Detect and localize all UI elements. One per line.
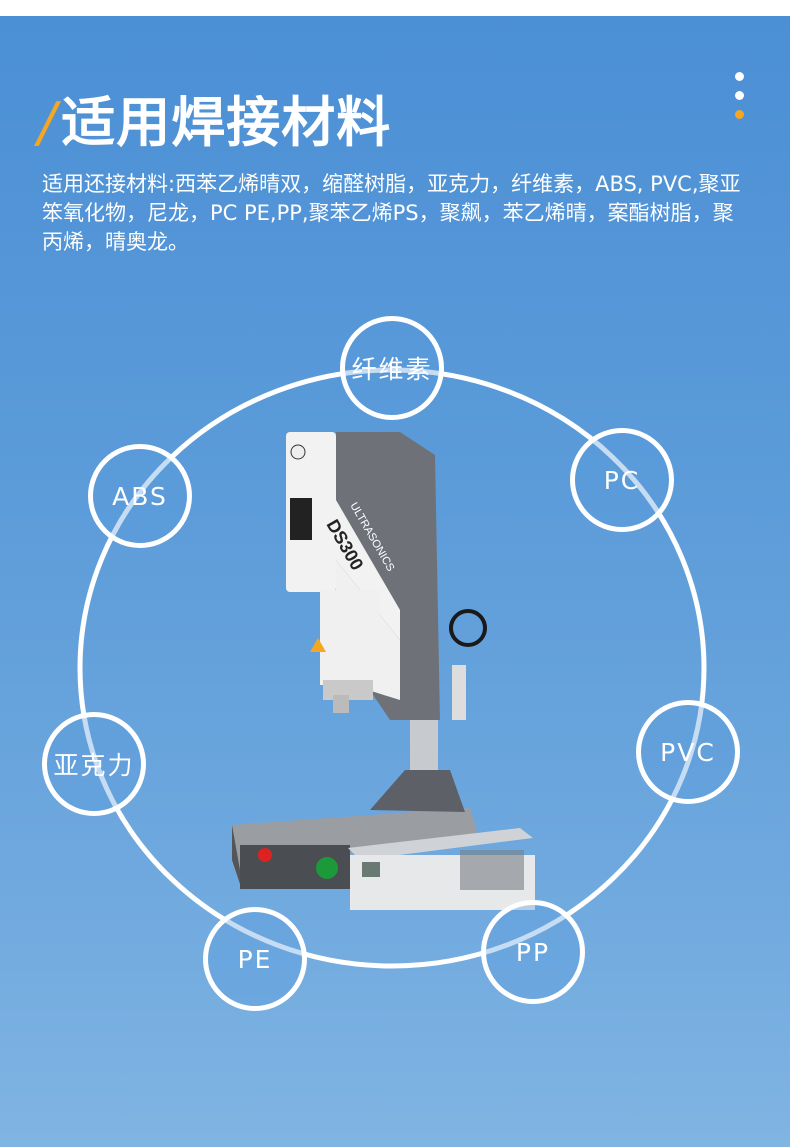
material-bubble-acrylic: 亚克力	[42, 712, 146, 816]
material-bubble-pc: PC	[570, 428, 674, 532]
page-title: /适用焊接材料	[38, 78, 391, 157]
title-text: 适用焊接材料	[61, 91, 392, 154]
materials-description: 适用还接材料:西苯乙烯晴双，缩醛树脂，亚克力，纤维素，ABS, PVC,聚亚笨氧…	[42, 172, 741, 254]
material-bubble-abs: ABS	[88, 444, 192, 548]
title-slash: /	[38, 91, 58, 154]
material-bubble-pe: PE	[203, 907, 307, 1011]
material-bubble-pp: PP	[481, 900, 585, 1004]
material-bubble-cellulose: 纤维素	[340, 316, 444, 420]
dots-decoration	[735, 72, 745, 129]
material-bubble-pvc: PVC	[636, 700, 740, 804]
